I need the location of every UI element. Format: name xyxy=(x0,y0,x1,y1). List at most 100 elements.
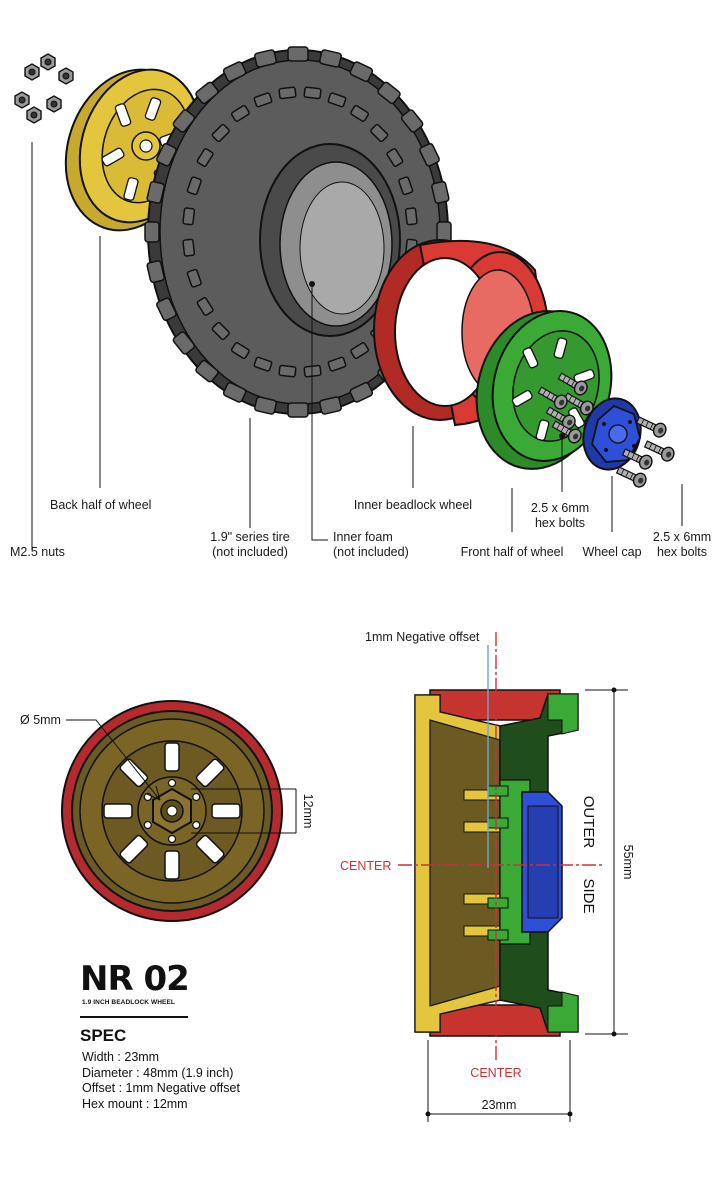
tire-tread-block xyxy=(350,342,370,360)
spoke-window xyxy=(195,758,225,788)
tire-tread-block xyxy=(370,123,389,143)
m25-nuts xyxy=(14,53,74,124)
tire-tread-block xyxy=(303,86,322,100)
tire-tread-block xyxy=(196,297,214,316)
tire-tread-block xyxy=(172,109,196,133)
tire-tread-block xyxy=(222,61,247,83)
tire-tread-block xyxy=(398,176,414,196)
label-bolts-inner-1: 2.5 x 6mm xyxy=(531,501,589,515)
front-view-annotations: Ø 5mm 12mm xyxy=(20,713,315,834)
spoke-window xyxy=(119,758,149,788)
label-bolts-outer-2: hex bolts xyxy=(657,545,707,559)
spoke-window xyxy=(164,742,180,772)
label-hole-diameter: Ø 5mm xyxy=(20,713,61,727)
tire-tread-block xyxy=(377,81,401,105)
tire-tread-block xyxy=(404,207,418,226)
tire-tread-block xyxy=(386,148,404,167)
label-width: 23mm xyxy=(482,1098,517,1112)
spec-offset: Offset : 1mm Negative offset xyxy=(82,1081,240,1095)
tire-tread-block xyxy=(144,221,160,243)
label-tire-1: 1.9" series tire xyxy=(210,530,290,544)
tire-tread-block xyxy=(319,396,342,415)
spec-list: Width : 23mm Diameter : 48mm (1.9 inch) … xyxy=(82,1050,240,1112)
tire-tread-block xyxy=(319,49,342,68)
label-wheel-cap: Wheel cap xyxy=(582,545,641,559)
label-beadlock: Inner beadlock wheel xyxy=(354,498,472,512)
tire-tread-block xyxy=(349,61,374,83)
tire-tread-block xyxy=(195,359,219,383)
spoke-window xyxy=(119,834,149,864)
label-bolts-inner-2: hex bolts xyxy=(535,516,585,530)
tire-tread-block xyxy=(419,142,440,167)
tire-tread-block xyxy=(254,49,277,68)
lug-hole xyxy=(143,820,152,830)
tire-tread-block xyxy=(172,331,196,355)
tire-tread-block xyxy=(222,381,247,403)
tire-tread-block xyxy=(253,92,273,108)
tire-tread-block xyxy=(230,104,250,122)
exploded-labels: M2.5 nuts Back half of wheel 1.9" series… xyxy=(10,498,711,559)
tire-tread-block xyxy=(230,342,250,360)
tire-tread-block xyxy=(156,297,177,322)
tire-tread-block xyxy=(253,356,273,372)
tire-tread-block xyxy=(182,207,196,226)
wheel-front-view xyxy=(61,700,283,922)
label-tire-2: (not included) xyxy=(212,545,288,559)
tire-tread-block xyxy=(303,364,322,378)
spoke-window xyxy=(103,803,133,819)
tire-tread-block xyxy=(196,148,214,167)
label-nuts: M2.5 nuts xyxy=(10,545,65,559)
wheel-section-view xyxy=(414,689,579,1037)
spoke-window xyxy=(195,834,225,864)
section-view-annotations: 1mm Negative offset CENTER CENTER OUTER … xyxy=(340,630,635,1122)
tire-tread-block xyxy=(349,381,374,403)
tire-tread-block xyxy=(211,123,230,143)
tire-tread-block xyxy=(195,81,219,105)
tire-tread-block xyxy=(400,109,424,133)
lug-hole xyxy=(167,834,177,844)
lug-hole xyxy=(192,820,201,830)
tire-tread-block xyxy=(146,260,165,284)
spec-width: Width : 23mm xyxy=(82,1050,160,1064)
tire-tread-block xyxy=(327,356,347,372)
product-logo: NR 02 xyxy=(80,959,190,999)
label-outer: OUTER xyxy=(580,796,597,849)
label-foam-1: Inner foam xyxy=(333,530,393,544)
label-bolts-outer-1: 2.5 x 6mm xyxy=(653,530,711,544)
tire-tread-block xyxy=(182,238,196,257)
label-offset: 1mm Negative offset xyxy=(365,630,480,644)
tire-tread-block xyxy=(350,104,370,122)
leader-lines xyxy=(31,142,683,550)
label-side: SIDE xyxy=(580,878,597,913)
spec-title: SPEC xyxy=(80,1026,127,1045)
spoke-window xyxy=(211,803,241,819)
tire-tread-block xyxy=(436,221,452,243)
tire-tread-block xyxy=(146,180,165,204)
logo-divider xyxy=(80,1016,188,1018)
label-foam-2: (not included) xyxy=(333,545,409,559)
tire-tread-block xyxy=(211,321,230,341)
tire-tread-block xyxy=(186,176,202,196)
tire-tread-block xyxy=(287,46,309,62)
tire-tread-block xyxy=(431,180,450,204)
tire xyxy=(144,46,452,418)
label-height: 55mm xyxy=(621,845,635,880)
tire-tread-block xyxy=(156,142,177,167)
spec-hex-mount: Hex mount : 12mm xyxy=(82,1096,188,1111)
label-center-h: CENTER xyxy=(340,859,391,873)
label-hex-size: 12mm xyxy=(301,794,315,829)
tire-tread-block xyxy=(254,396,277,415)
label-back-half: Back half of wheel xyxy=(50,498,151,512)
lug-hole xyxy=(167,778,177,788)
tire-tread-block xyxy=(287,402,309,418)
tire-tread-block xyxy=(186,268,202,288)
tire-tread-block xyxy=(278,86,297,100)
spoke-window xyxy=(164,850,180,880)
label-front-half: Front half of wheel xyxy=(461,545,564,559)
product-subtitle: 1.9 INCH BEADLOCK WHEEL xyxy=(82,999,175,1006)
tire-tread-block xyxy=(327,92,347,108)
lug-hole xyxy=(192,792,201,802)
label-center-v: CENTER xyxy=(470,1066,521,1080)
spec-diameter: Diameter : 48mm (1.9 inch) xyxy=(82,1065,234,1080)
